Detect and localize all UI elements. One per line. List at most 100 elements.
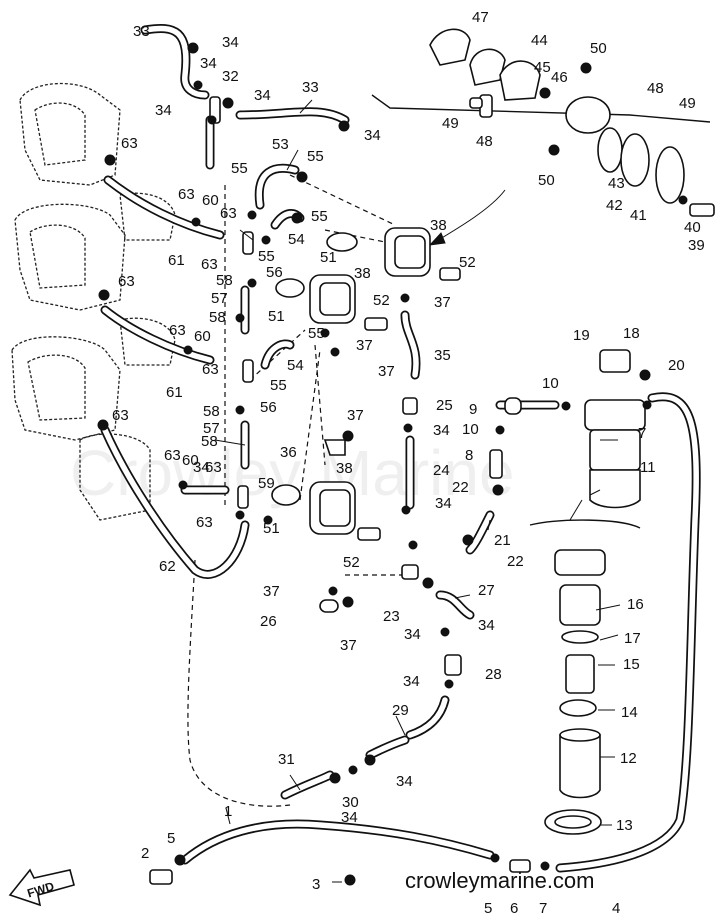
callout-10: 10 <box>542 375 559 392</box>
carburetor-group <box>11 82 176 521</box>
callout-36: 36 <box>280 444 297 461</box>
callout-63: 63 <box>118 273 135 290</box>
callout-37: 37 <box>434 294 451 311</box>
callout-13: 13 <box>616 817 633 834</box>
callout-52: 52 <box>459 254 476 271</box>
callout-7: 7 <box>539 900 547 917</box>
callout-33: 33 <box>133 23 150 40</box>
fwd-arrow: FWD <box>8 868 75 907</box>
callout-50: 50 <box>590 40 607 57</box>
callout-7: 7 <box>638 425 646 442</box>
callout-45: 45 <box>534 59 551 76</box>
callout-63: 63 <box>205 459 222 476</box>
callout-55: 55 <box>307 148 324 165</box>
callout-5: 5 <box>484 900 492 917</box>
callout-63: 63 <box>169 322 186 339</box>
callout-6: 6 <box>510 900 518 917</box>
callout-63: 63 <box>220 205 237 222</box>
callout-34: 34 <box>403 673 420 690</box>
callout-37: 37 <box>347 407 364 424</box>
callout-21: 21 <box>494 532 511 549</box>
callout-43: 43 <box>608 175 625 192</box>
callout-23: 23 <box>383 608 400 625</box>
callout-22: 22 <box>507 553 524 570</box>
callout-63: 63 <box>202 361 219 378</box>
callout-55: 55 <box>231 160 248 177</box>
callout-38: 38 <box>336 460 353 477</box>
callout-16: 16 <box>627 596 644 613</box>
callout-12: 12 <box>620 750 637 767</box>
callout-63: 63 <box>164 447 181 464</box>
callout-55: 55 <box>270 377 287 394</box>
callout-58: 58 <box>203 403 220 420</box>
fuel-pump <box>309 28 685 535</box>
callout-3: 3 <box>312 876 320 893</box>
callout-55: 55 <box>311 208 328 225</box>
fuel-line-hose <box>100 23 701 873</box>
callout-37: 37 <box>340 637 357 654</box>
callout-17: 17 <box>624 630 641 647</box>
callout-34: 34 <box>433 422 450 439</box>
callout-38: 38 <box>354 265 371 282</box>
callout-34: 34 <box>222 34 239 51</box>
callout-8: 8 <box>465 447 473 464</box>
hose-clip <box>97 42 715 886</box>
callout-9: 9 <box>469 401 477 418</box>
callout-35: 35 <box>434 347 451 364</box>
callout-14: 14 <box>621 704 638 721</box>
callout-2: 2 <box>141 845 149 862</box>
callout-26: 26 <box>260 613 277 630</box>
callout-37: 37 <box>263 583 280 600</box>
leader-lines <box>214 99 621 883</box>
callout-63: 63 <box>121 135 138 152</box>
callout-5: 5 <box>167 830 175 847</box>
callout-60: 60 <box>182 452 199 469</box>
callout-18: 18 <box>623 325 640 342</box>
callout-50: 50 <box>538 172 555 189</box>
callout-38: 38 <box>430 217 447 234</box>
callout-63: 63 <box>112 407 129 424</box>
callout-41: 41 <box>630 207 647 224</box>
callout-4: 4 <box>612 900 620 917</box>
callout-49: 49 <box>679 95 696 112</box>
callout-28: 28 <box>485 666 502 683</box>
callout-53: 53 <box>272 136 289 153</box>
callout-25: 25 <box>436 397 453 414</box>
callout-46: 46 <box>551 69 568 86</box>
callout-40: 40 <box>684 219 701 236</box>
callout-48: 48 <box>476 133 493 150</box>
callout-61: 61 <box>168 252 185 269</box>
callout-56: 56 <box>266 264 283 281</box>
callout-62: 62 <box>159 558 176 575</box>
callout-63: 63 <box>196 514 213 531</box>
callout-52: 52 <box>373 292 390 309</box>
callout-63: 63 <box>201 256 218 273</box>
callout-10: 10 <box>462 421 479 438</box>
callout-34: 34 <box>435 495 452 512</box>
callout-52: 52 <box>343 554 360 571</box>
callout-55: 55 <box>258 248 275 265</box>
callout-37: 37 <box>378 363 395 380</box>
callout-57: 57 <box>203 420 220 437</box>
callout-34: 34 <box>155 102 172 119</box>
callout-34: 34 <box>404 626 421 643</box>
callout-55: 55 <box>308 325 325 342</box>
callout-19: 19 <box>573 327 590 344</box>
callout-34: 34 <box>478 617 495 634</box>
callout-39: 39 <box>688 237 705 254</box>
callout-42: 42 <box>606 197 623 214</box>
callout-34: 34 <box>341 809 358 826</box>
callout-58: 58 <box>216 272 233 289</box>
callout-54: 54 <box>287 357 304 374</box>
callout-20: 20 <box>668 357 685 374</box>
website-credit: crowleymarine.com <box>405 868 595 893</box>
callout-34: 34 <box>364 127 381 144</box>
callout-34: 34 <box>254 87 271 104</box>
callout-58: 58 <box>209 309 226 326</box>
callout-11: 11 <box>640 459 656 476</box>
callout-31: 31 <box>278 751 295 768</box>
callout-1: 1 <box>224 803 232 820</box>
callout-22: 22 <box>452 479 469 496</box>
